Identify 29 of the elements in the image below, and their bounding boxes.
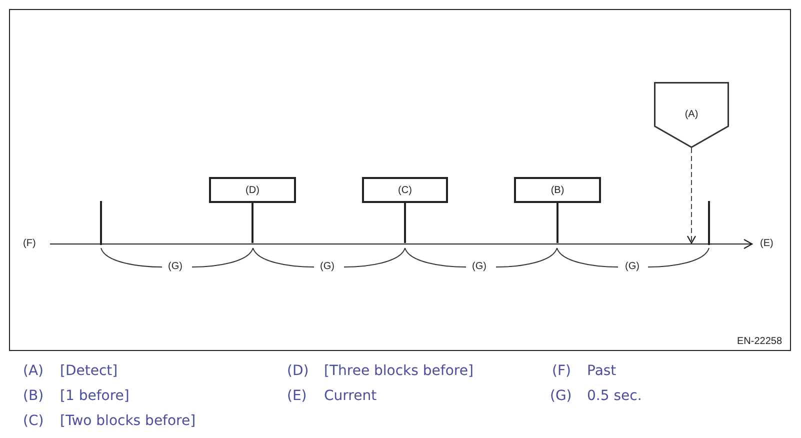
interval-label: (G)	[168, 261, 182, 273]
legend-text: Past	[587, 363, 616, 379]
interval-label: (G)	[625, 261, 640, 273]
dashed-arrow	[686, 148, 696, 244]
legend-text: 0.5 sec.	[587, 388, 642, 404]
interval-label: (G)	[320, 261, 334, 273]
legend-text: [Two blocks before]	[60, 413, 196, 429]
event-box: (D)	[209, 177, 296, 203]
axis-label: (F)	[23, 238, 36, 250]
legend-text: [1 before]	[60, 388, 130, 404]
legend-key: (D)	[287, 363, 309, 379]
figure-code: EN-22258	[737, 336, 782, 348]
legend-key: (A)	[23, 363, 44, 379]
axis-label: (E)	[760, 238, 774, 250]
legend-key: (B)	[23, 388, 44, 404]
legend-text: Current	[324, 388, 377, 404]
legend-key: (C)	[23, 413, 44, 429]
legend-key: (E)	[287, 388, 307, 404]
legend-key: (F)	[552, 363, 571, 379]
legend-text: [Three blocks before]	[324, 363, 474, 379]
tick-line	[252, 203, 254, 243]
interval-label: (G)	[472, 261, 486, 273]
tick-line	[556, 203, 558, 243]
event-box: (C)	[362, 177, 448, 203]
marker-label: (A)	[684, 108, 698, 120]
legend-text: [Detect]	[60, 363, 118, 379]
event-box: (B)	[514, 177, 601, 203]
tick-line	[404, 203, 406, 243]
legend-key: (G)	[550, 388, 572, 404]
